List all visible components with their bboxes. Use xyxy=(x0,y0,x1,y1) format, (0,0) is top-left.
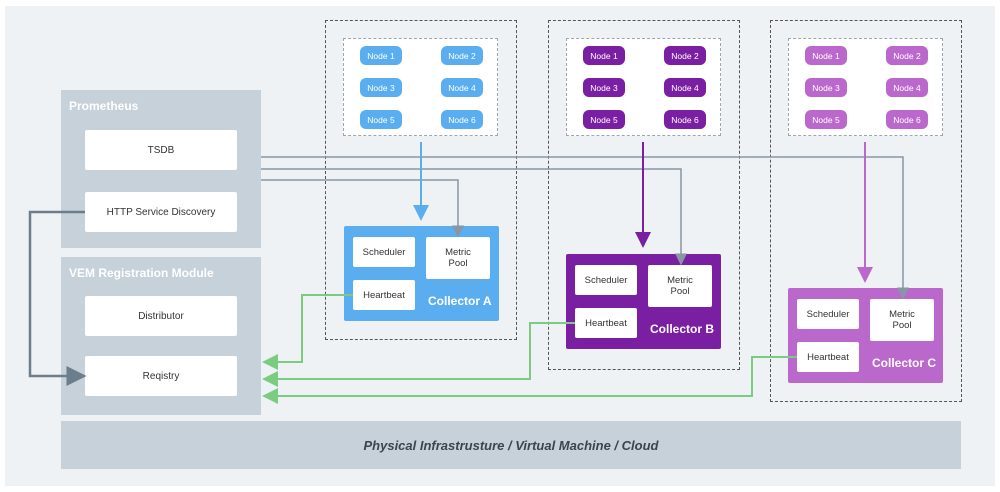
heartbeat-c: Heartbeat xyxy=(797,342,859,372)
node-b-1: Node 1 xyxy=(583,46,625,65)
node-c-6: Node 6 xyxy=(886,110,928,129)
heartbeat-a: Heartbeat xyxy=(353,280,415,310)
node-group-c: Node 1 Node 2 Node 3 Node 4 Node 5 Node … xyxy=(788,38,943,136)
node-group-a: Node 1 Node 2 Node 3 Node 4 Node 5 Node … xyxy=(343,38,498,136)
metric-pool-b: Metric Pool xyxy=(648,265,712,307)
vem-title: VEM Registration Module xyxy=(69,266,214,280)
node-a-1: Node 1 xyxy=(360,46,402,65)
registry-box: Reqistry xyxy=(85,356,237,396)
node-a-6: Node 6 xyxy=(441,110,483,129)
node-a-4: Node 4 xyxy=(441,78,483,97)
collector-b: Scheduler Metric Pool Heartbeat Collecto… xyxy=(566,254,721,349)
node-group-b: Node 1 Node 2 Node 3 Node 4 Node 5 Node … xyxy=(566,38,721,136)
node-b-4: Node 4 xyxy=(664,78,706,97)
prometheus-title: Prometheus xyxy=(69,99,139,113)
node-b-2: Node 2 xyxy=(664,46,706,65)
node-c-3: Node 3 xyxy=(805,78,847,97)
collector-a: Scheduler Metric Pool Heartbeat Collecto… xyxy=(344,226,499,321)
node-c-4: Node 4 xyxy=(886,78,928,97)
node-b-5: Node 5 xyxy=(583,110,625,129)
scheduler-b: Scheduler xyxy=(575,265,637,295)
node-b-6: Node 6 xyxy=(664,110,706,129)
node-a-3: Node 3 xyxy=(360,78,402,97)
scheduler-c: Scheduler xyxy=(797,299,859,329)
infrastructure-bar: Physical Infrastrusture / Virtual Machin… xyxy=(61,421,961,469)
node-c-2: Node 2 xyxy=(886,46,928,65)
metric-pool-a: Metric Pool xyxy=(426,237,490,279)
scheduler-a: Scheduler xyxy=(353,237,415,267)
node-a-5: Node 5 xyxy=(360,110,402,129)
node-a-2: Node 2 xyxy=(441,46,483,65)
collector-c-label: Collector C xyxy=(872,356,937,370)
metric-pool-c: Metric Pool xyxy=(870,299,934,341)
node-b-3: Node 3 xyxy=(583,78,625,97)
collector-c: Scheduler Metric Pool Heartbeat Collecto… xyxy=(788,288,943,383)
distributor-box: Distributor xyxy=(85,296,237,336)
tsdb-box: TSDB xyxy=(85,130,237,170)
collector-b-label: Collector B xyxy=(650,322,715,336)
node-c-1: Node 1 xyxy=(805,46,847,65)
heartbeat-b: Heartbeat xyxy=(575,308,637,338)
collector-a-label: Collector A xyxy=(428,294,492,308)
http-service-discovery-box: HTTP Service Discovery xyxy=(85,192,237,232)
node-c-5: Node 5 xyxy=(805,110,847,129)
